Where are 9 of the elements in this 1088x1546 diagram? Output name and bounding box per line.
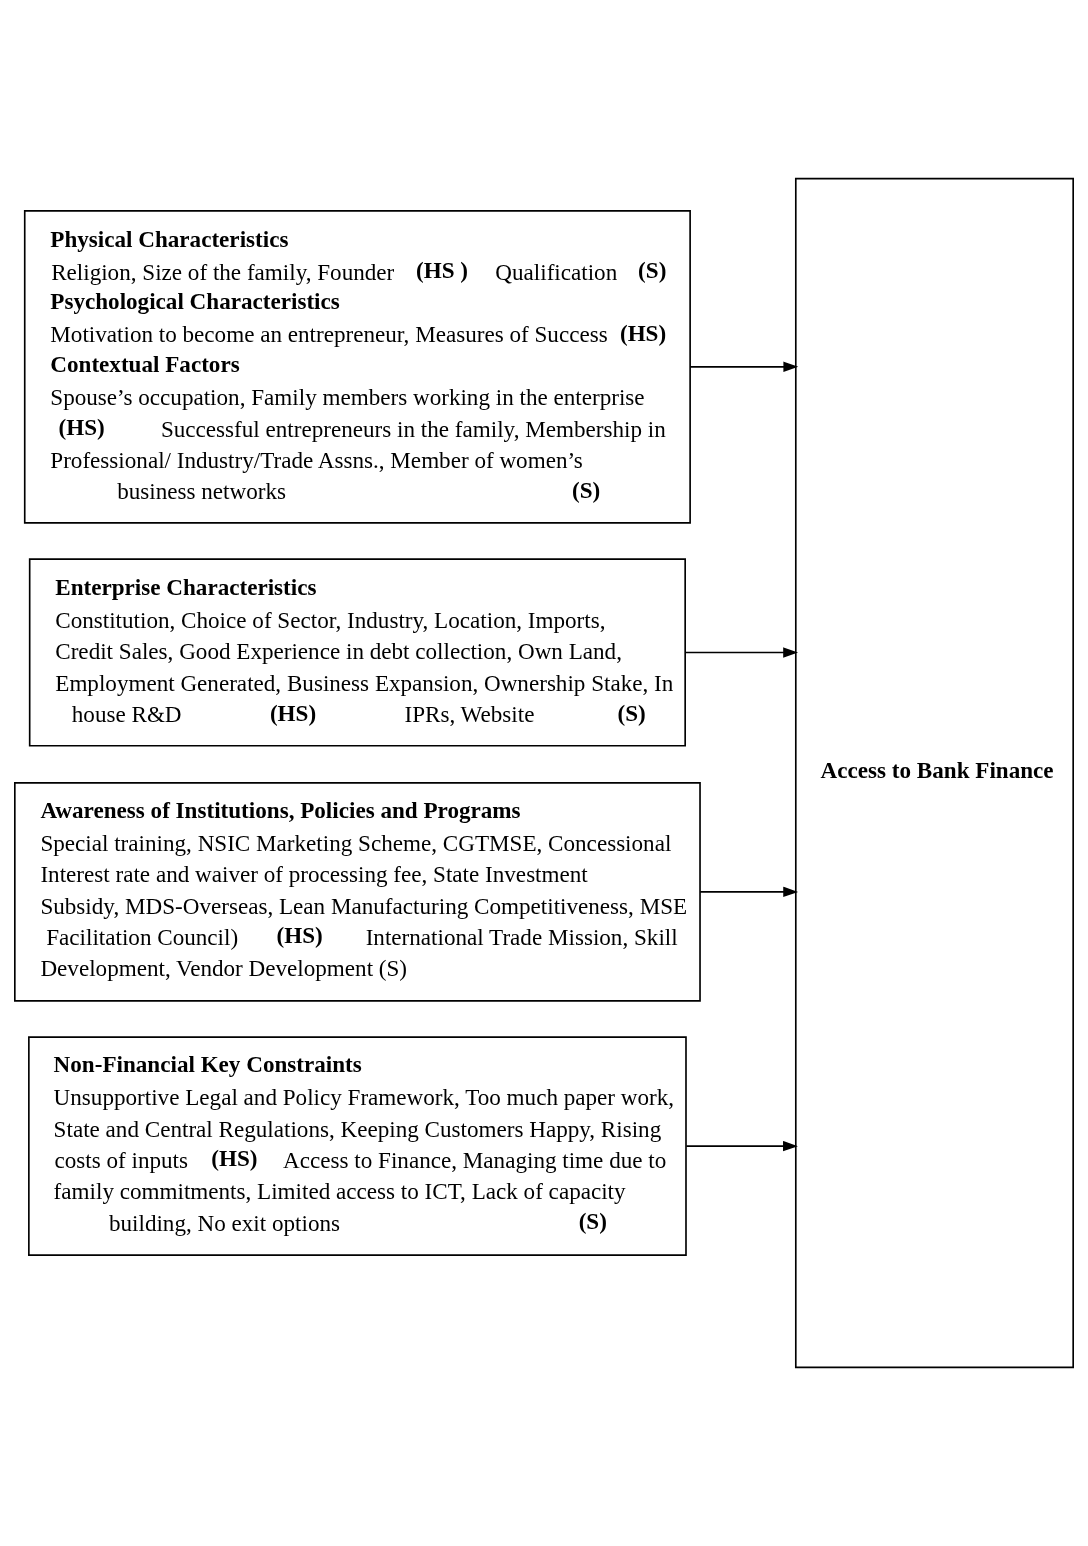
node-box: Non-Financial Key Constraints Unsupportive Legal and Policy Framework, Too much paper work, State and Central Regulations, Keeping Customers Happy, Rising costs of inputs (HS) Access to Finance, Managing time due to family commitments, Limited access to ICT, Lack of capacity building, No exit options (S)	[28, 1036, 687, 1256]
arrow	[699, 886, 799, 898]
arrow	[685, 1140, 798, 1152]
arrow	[689, 361, 799, 373]
node-box: Awareness of Institutions, Policies and Programs Special training, NSIC Marketing Scheme, CGTMSE, Concessional Interest rate and waiver of processing fee, State Investment Subsidy, MDS-Overseas, Lean Manufacturing Competitiveness, MSE Facilitation Council) (HS) International Trade Mission, Skill Development, Vendor Development (S)	[14, 782, 701, 1002]
node-box: Enterprise Characteristics Constitution, Choice of Sector, Industry, Location, Imports, Credit Sales, Good Experience in debt collection, Own Land, Employment Generated, Business Expansion, Ownership Stake, In house R&D (HS) IPRs, Website (S)	[28, 558, 686, 747]
node-box: Physical Characteristics Religion, Size of the family, Founder (HS ) Qualification (S) Psychological Characteristics Motivation to become an entrepreneur, Measures of Success (HS) Contextual Factors Spouse’s occupation, Family members working in the enterprise (HS) Successful entrepreneurs in the family, Membership in Professional/ Industry/Trade Assns., Member of women’s business networks (S)	[23, 209, 691, 524]
arrow	[684, 647, 799, 658]
node-box: Access to Bank Finance	[794, 177, 1074, 1369]
